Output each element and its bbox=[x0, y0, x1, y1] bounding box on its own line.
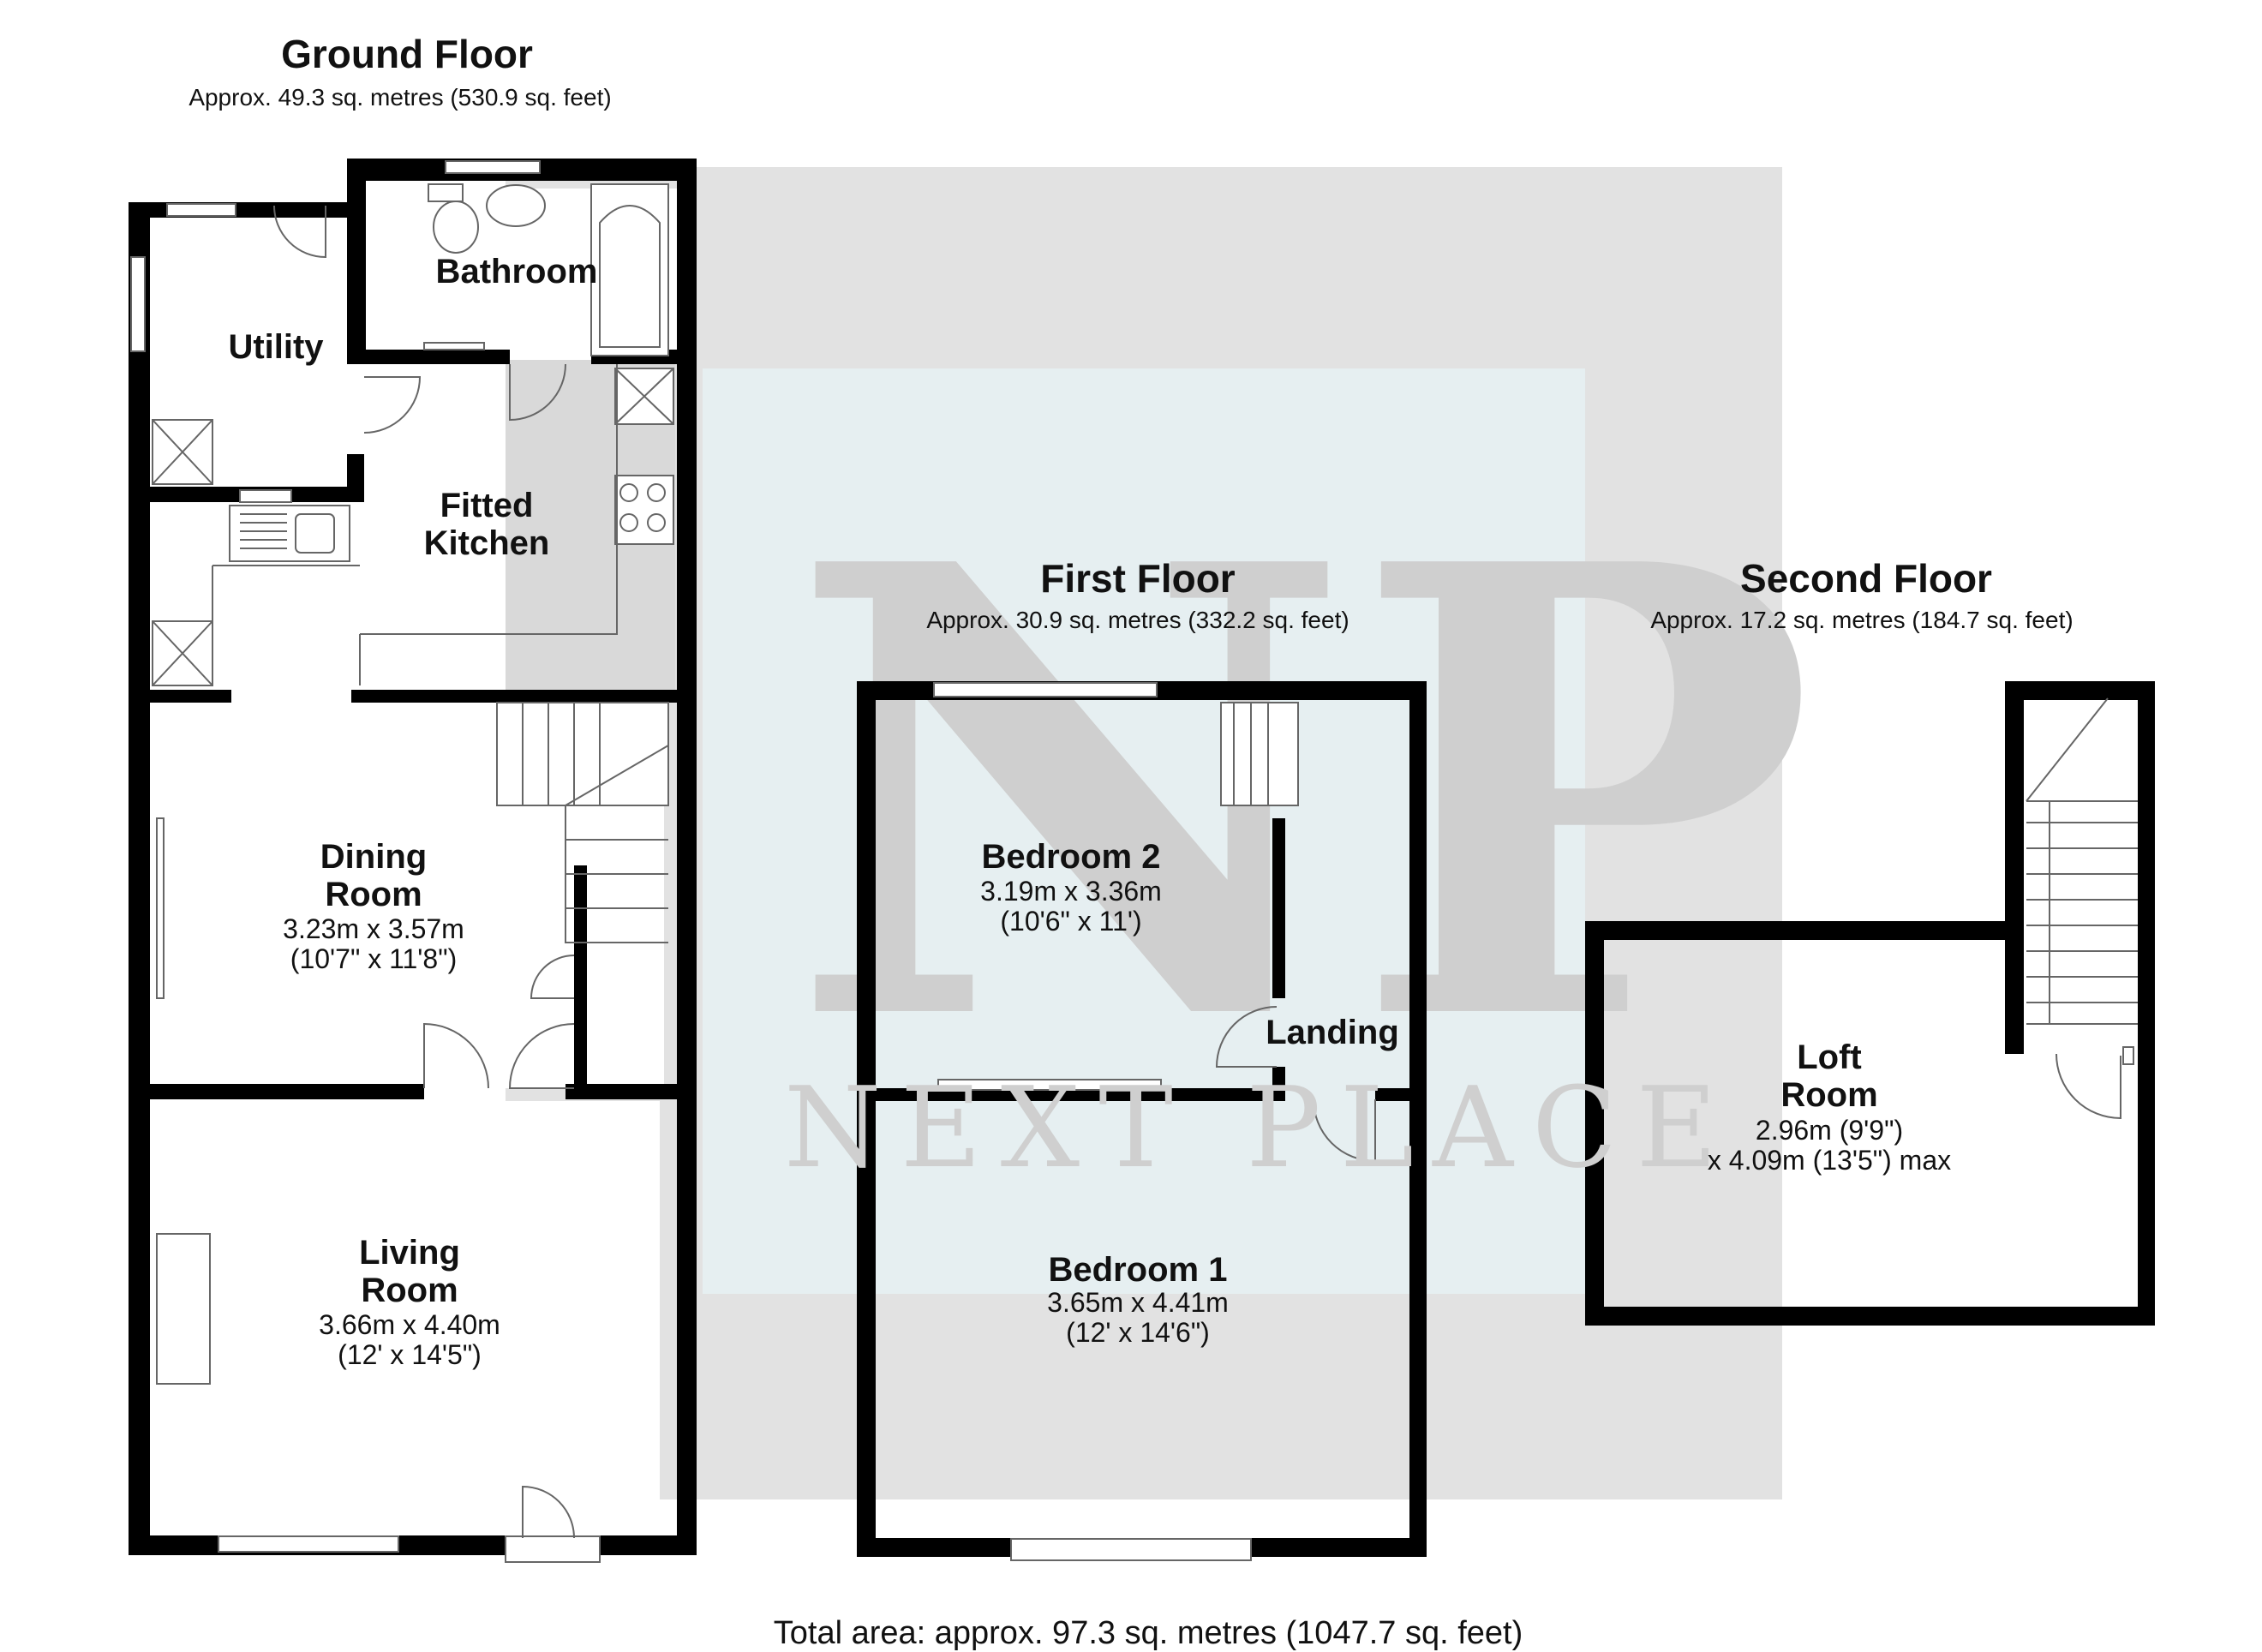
ground-floor-fixtures bbox=[130, 160, 674, 1563]
utility-label: Utility bbox=[228, 328, 324, 366]
bedroom-1-metric: 3.65m x 4.41m bbox=[1047, 1287, 1229, 1318]
loft-room-dimension-2: x 4.09m (13'5") max bbox=[1707, 1145, 1952, 1176]
kitchen-label-line2: Kitchen bbox=[423, 524, 550, 562]
landing-label: Landing bbox=[1266, 1014, 1399, 1051]
dining-room-label-line2: Room bbox=[325, 876, 422, 913]
total-area: Total area: approx. 97.3 sq. metres (104… bbox=[773, 1615, 1523, 1651]
bedroom-2-imperial: (10'6" x 11') bbox=[1000, 906, 1142, 937]
watermark-monogram: NP bbox=[788, 432, 1816, 1157]
loft-room-label-line2: Room bbox=[1780, 1076, 1878, 1114]
second-floor-fixtures bbox=[2026, 697, 2138, 1120]
living-room-label-line2: Room bbox=[361, 1272, 458, 1309]
watermark-logo: NP bbox=[506, 167, 1816, 1499]
dining-room-label-line1: Dining bbox=[320, 838, 428, 876]
watermark-text: NEXT PLACE bbox=[784, 1062, 1737, 1193]
second-floor-area: Approx. 17.2 sq. metres (184.7 sq. feet) bbox=[1650, 607, 2074, 633]
first-floor-area: Approx. 30.9 sq. metres (332.2 sq. feet) bbox=[926, 607, 1349, 633]
bedroom-1-label: Bedroom 1 bbox=[1048, 1251, 1228, 1289]
ground-floor-title: Ground Floor bbox=[281, 32, 533, 76]
loft-room-dimension-1: 2.96m (9'9") bbox=[1755, 1115, 1904, 1146]
living-room-metric: 3.66m x 4.40m bbox=[319, 1309, 500, 1340]
living-room-imperial: (12' x 14'5") bbox=[338, 1339, 482, 1370]
bedroom-1-imperial: (12' x 14'6") bbox=[1066, 1317, 1210, 1348]
dining-room-imperial: (10'7" x 11'8") bbox=[290, 943, 458, 974]
first-floor-fixtures bbox=[933, 682, 1376, 1561]
bedroom-2-label: Bedroom 2 bbox=[981, 838, 1161, 876]
kitchen-label-line1: Fitted bbox=[440, 487, 534, 524]
bathroom-label: Bathroom bbox=[435, 253, 598, 290]
loft-room-label-line1: Loft bbox=[1797, 1038, 1862, 1076]
ground-floor-fills bbox=[144, 189, 679, 1529]
living-room-label-line1: Living bbox=[359, 1234, 460, 1272]
second-floor-walls bbox=[1585, 681, 2155, 1326]
bedroom-2-metric: 3.19m x 3.36m bbox=[980, 876, 1162, 907]
first-floor-title: First Floor bbox=[1040, 556, 1236, 601]
dining-room-metric: 3.23m x 3.57m bbox=[283, 913, 464, 944]
ground-floor-area: Approx. 49.3 sq. metres (530.9 sq. feet) bbox=[188, 84, 612, 111]
second-floor-title: Second Floor bbox=[1740, 556, 1992, 601]
